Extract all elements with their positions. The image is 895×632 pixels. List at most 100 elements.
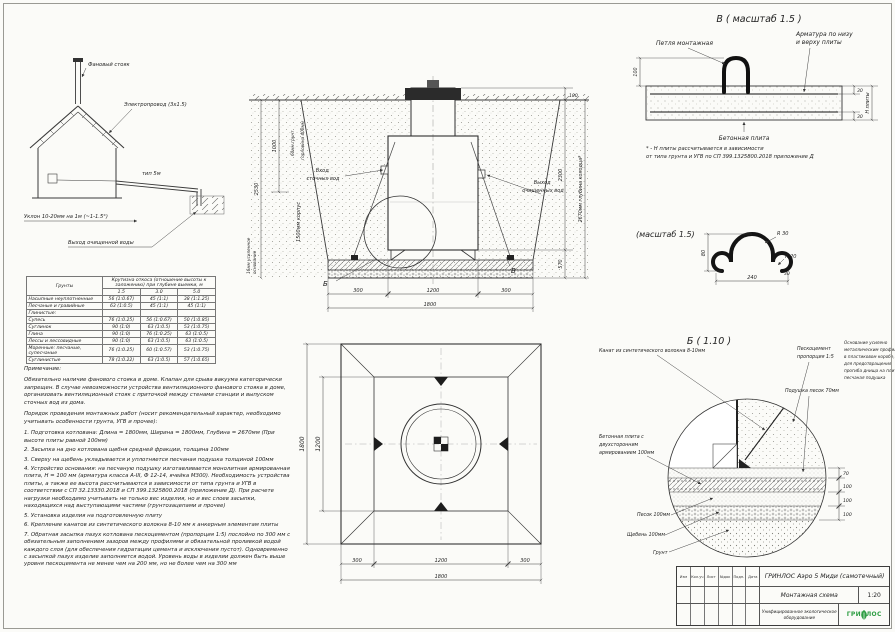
dim-2300: 2300 [558,169,564,182]
dim-100: 100 [569,93,578,99]
plan-dim-1800-b: 1800 [435,574,448,580]
plan-view-drawing: 1800 1200 300 1200 300 1800 [299,342,543,584]
house-section-drawing: Фановый стояк Электропровод (3х1.5) тип … [24,58,225,248]
note-item-7: 7. Обратная засыпка пазух котлована песк… [24,531,291,568]
table-subcol-1: 1.5 [102,288,141,296]
trench-hatch [189,195,225,215]
ground-band [668,520,826,557]
title-block: Изм Кол.уч Лист №док Подп. Дата ГРИНЛОС … [676,566,890,626]
fixture [47,173,58,184]
sand-cushion-band [668,468,826,478]
note-item-6: 6. Крепление канатов из синтетического в… [24,522,279,529]
concrete-plate [645,85,843,121]
label-soil-60: 60мм грунт [290,130,295,156]
leaf-icon [861,609,868,620]
product-name: ГРИНЛОС Аэро 5 Миди (самотечный) [764,573,885,580]
table-col-soil: Грунты [26,276,103,296]
detail-b-boundary [667,398,827,558]
label-plate-b: Бетонная плита с двухсторонним армирован… [598,434,655,456]
label-body-1500: 1500мм корпус [296,202,302,242]
sand-band [668,492,826,506]
tb-cell-list: Лист [705,567,719,586]
label-vent-stack: Фановый стояк [88,62,131,68]
tb-cell-koluch: Кол.уч [691,567,705,586]
notes-order-title: Порядок проведения монтажных работ (носи… [24,411,281,425]
gravel-layer [328,270,533,278]
notes-body: Обязательно наличие фанового стояка в до… [24,377,286,406]
hook-title: (масштаб 1.5) [636,230,695,239]
svg-text:в пластиковом коробе,: в пластиковом коробе, [844,354,895,359]
detail-b-leader [335,258,377,282]
detail-v-title: В ( масштаб 1.5 ) [716,14,801,25]
note-item-4: 4. Устройство основания: на песчаную под… [24,465,290,510]
pit-outline [249,94,589,279]
label-rebar: Арматура по низу и верху плиты [795,31,855,46]
label-outlet: Выход очищенных вод [522,180,564,194]
svg-text:прогиба днища на плите: прогиба днища на плите [844,368,895,373]
scale-value: 1:20 [867,591,881,599]
plate-band [668,478,826,492]
plan-dim-300-r: 300 [520,558,530,564]
anchor-ropes [351,141,514,260]
note-item-3: 3. Сверху на щебень укладывается и уплот… [24,456,274,463]
dim-70: 70 [843,471,849,477]
mark-detail-v: В [511,267,516,275]
detail-v-note-2: от типа грунта и УГВ по СП 399.1325800.2… [646,154,814,160]
gravel-band [668,506,826,520]
dim-1800: 1800 [424,302,437,308]
label-neck-400: горловина 400мм [300,121,305,160]
svg-text:для предотвращения: для предотвращения [843,361,892,366]
label-electric: Электропровод (3х1.5) [123,102,187,108]
house-outline [29,58,125,199]
plan-dim-1200-b: 1200 [435,558,448,564]
mark-detail-b: Б [323,280,328,288]
label-concrete-plate: Бетонная плита [719,135,770,142]
detail-b-side-note: Основание усилено металлическим профилем… [843,340,895,380]
notes-title: Примечание: [24,366,62,372]
outlet-port [477,169,486,179]
label-inlet: Вход сточных вод [307,168,340,182]
label-type-5m: тип 5м [142,171,161,177]
dim-loop-100: 100 [633,67,639,76]
detail-b-circle [363,195,437,269]
mounting-loop [722,55,750,94]
dim-r30: R 30 [777,231,788,237]
dim-well-depth: 2670мм глубина колодца* [578,155,584,222]
plan-dim-300-l: 300 [352,558,362,564]
flow-leaders [344,168,542,195]
label-gravel: Щебень 100мм [627,532,665,538]
tb-cell-data: Дата [748,574,758,579]
label-sandcement: Пескоцемент пропорция 1:5 [797,346,834,360]
dim-100-plate: 100 [843,484,852,490]
table-subcol-3: 5.0 [177,288,216,296]
tank-outline [380,87,486,261]
svg-text:песчаная подушка: песчаная подушка [844,375,886,380]
title-block-header-strip: Изм Кол.уч Лист №док Подп. Дата [677,567,761,586]
label-cushion: Подушка песок 70мм [785,388,839,394]
label-base-1: 16мм усиленное [246,237,251,274]
title-block-empty-strip-2 [677,604,761,625]
detail-v-note-1: * - Н плиты рассчитывается в зависимости [646,146,764,152]
dim-cover-30-top: 30 [857,88,863,94]
note-item-5: 5. Установка изделия на подготовленную п… [24,512,163,519]
rebar-lines [650,93,838,113]
svg-text:металлическим профилем: металлическим профилем [844,347,895,352]
outlet-pipe [115,180,225,215]
tank-cover [405,88,461,100]
hook-dims [704,232,790,285]
dim-2530: 2530 [254,183,260,196]
table-subcol-2: 3.0 [139,288,179,296]
label-slope: Уклон 10-20мм на 1м (~1-1.5°) [24,214,108,220]
note-item-2: 2. Засыпка на дно котлована щебня средне… [24,447,229,454]
dim-30: 30 [784,271,790,277]
tb-cell-ndok: №док [719,567,733,586]
cover-vent [427,80,439,88]
main-section-drawing: Вход сточных вод Выход очищенных вод 253… [246,76,589,312]
dim-1000: 1000 [272,140,278,153]
note-item-1: 1. Подготовка котлована: Длина = 1800мм,… [24,430,275,444]
